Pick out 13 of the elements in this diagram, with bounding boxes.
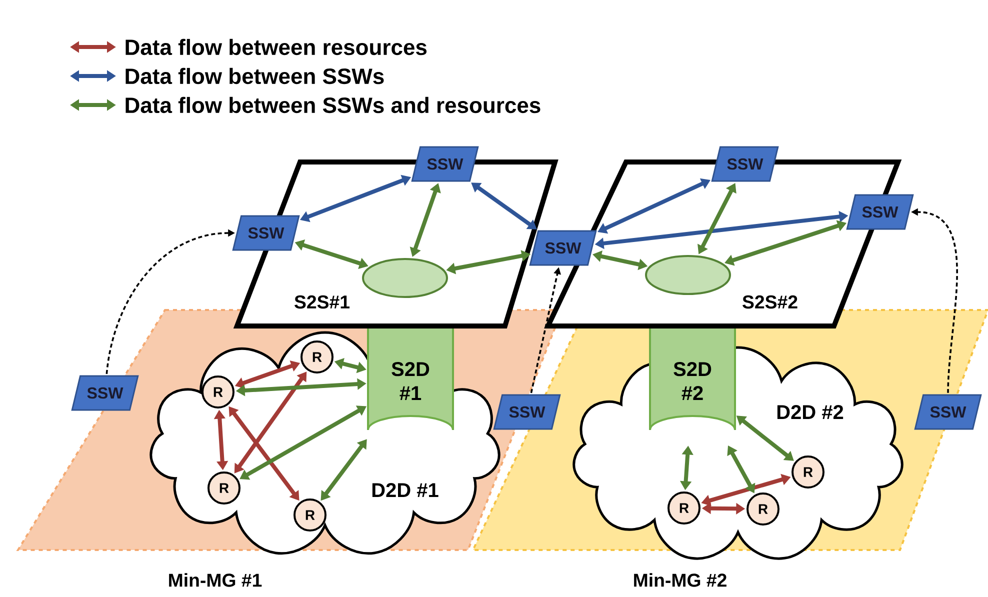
legend-text: Data flow between SSWs xyxy=(126,68,384,84)
node-label: Min-MG #1 xyxy=(169,573,262,587)
ssw-parallelogram: SSW xyxy=(846,194,914,230)
ellipse xyxy=(645,255,731,295)
node-label: Min-MG #2 xyxy=(634,573,726,587)
legend-text: Data flow between resources xyxy=(126,38,427,56)
ssw-parallelogram: SSW xyxy=(411,146,479,182)
ssw-parallelogram: SSW xyxy=(529,230,597,266)
ssw-parallelogram: SSW xyxy=(711,146,779,182)
ssw-parallelogram: SSW xyxy=(232,215,300,251)
legend-text: Data flow between SSWs and resources xyxy=(126,96,540,114)
ellipse xyxy=(362,258,448,298)
ssw-parallelogram: SSW xyxy=(71,375,139,411)
